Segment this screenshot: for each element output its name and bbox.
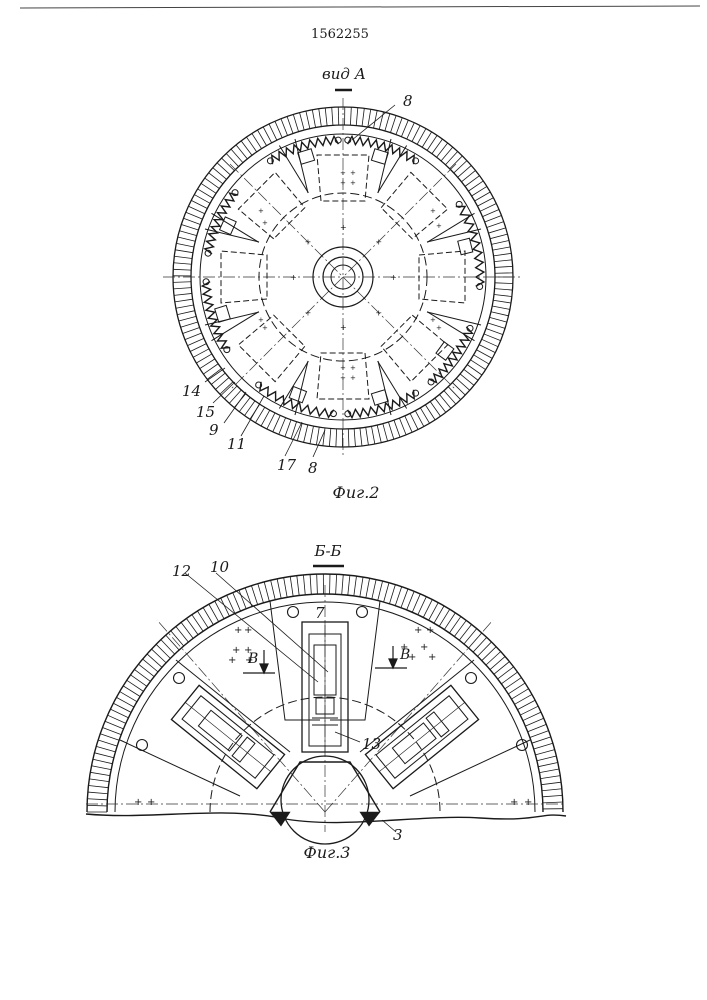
- svg-text:+: +: [262, 324, 268, 332]
- fig2-bolt-marks: ++++++++++++++++++++++++: [258, 169, 442, 382]
- callout-v-right: В: [399, 647, 410, 663]
- svg-text:+: +: [340, 374, 346, 382]
- svg-text:+: +: [228, 655, 236, 666]
- svg-text:+: +: [510, 797, 518, 808]
- svg-text:+: +: [258, 207, 264, 215]
- svg-text:+: +: [234, 625, 242, 636]
- callout-v-left: В: [247, 651, 258, 667]
- callout-14: 14: [182, 382, 201, 400]
- svg-text:+: +: [350, 374, 356, 382]
- svg-text:+: +: [436, 324, 442, 332]
- svg-text:+: +: [305, 238, 312, 247]
- svg-text:+: +: [340, 179, 346, 187]
- callout-8-bottom: 8: [308, 459, 318, 477]
- svg-text:+: +: [305, 308, 312, 317]
- svg-text:+: +: [134, 797, 142, 808]
- svg-text:+: +: [340, 364, 346, 372]
- svg-text:+: +: [428, 652, 436, 663]
- fig2-caption: Фиг.2: [333, 483, 380, 502]
- svg-text:+: +: [244, 625, 252, 636]
- callout-13: 13: [362, 735, 381, 753]
- callout-3: 3: [393, 826, 403, 844]
- svg-text:+: +: [436, 222, 442, 230]
- svg-text:+: +: [340, 223, 347, 232]
- svg-text:+: +: [350, 364, 356, 372]
- fig3-section: Б-Б: [86, 542, 566, 862]
- svg-text:+: +: [430, 207, 436, 215]
- svg-text:+: +: [290, 273, 297, 282]
- fig3-bolts-and-marks: ++++++++++++++++: [134, 607, 532, 809]
- callout-8-top: 8: [403, 92, 413, 110]
- svg-text:+: +: [262, 219, 268, 227]
- fig3-section-label: Б-Б: [313, 542, 341, 560]
- fig2-view-label: вид А: [322, 65, 366, 83]
- svg-text:+: +: [524, 797, 532, 808]
- callout-10: 10: [210, 558, 230, 576]
- svg-text:+: +: [390, 273, 397, 282]
- callout-11: 11: [227, 435, 246, 453]
- svg-text:+: +: [426, 625, 434, 636]
- svg-text:+: +: [147, 797, 155, 808]
- svg-text:+: +: [430, 316, 436, 324]
- callout-12: 12: [172, 562, 191, 580]
- fig3-caption: Фиг.3: [304, 843, 351, 862]
- svg-text:+: +: [340, 323, 347, 332]
- fig2-view: вид А ++++++++++++++++++++++++ 8: [163, 65, 523, 502]
- svg-text:+: +: [258, 316, 264, 324]
- document-number: 1562255: [311, 27, 369, 42]
- callout-15: 15: [196, 403, 215, 421]
- callout-9: 9: [209, 421, 219, 439]
- svg-text:+: +: [375, 238, 382, 247]
- svg-text:+: +: [340, 169, 346, 177]
- svg-text:+: +: [350, 179, 356, 187]
- svg-text:+: +: [350, 169, 356, 177]
- callout-17: 17: [277, 456, 297, 474]
- fig3-ground-line: [86, 804, 566, 823]
- fig2-center-lines: [163, 98, 523, 458]
- fig3-central-column: [302, 622, 348, 752]
- svg-text:+: +: [414, 625, 422, 636]
- callout-7: 7: [315, 604, 325, 622]
- svg-text:+: +: [375, 308, 382, 317]
